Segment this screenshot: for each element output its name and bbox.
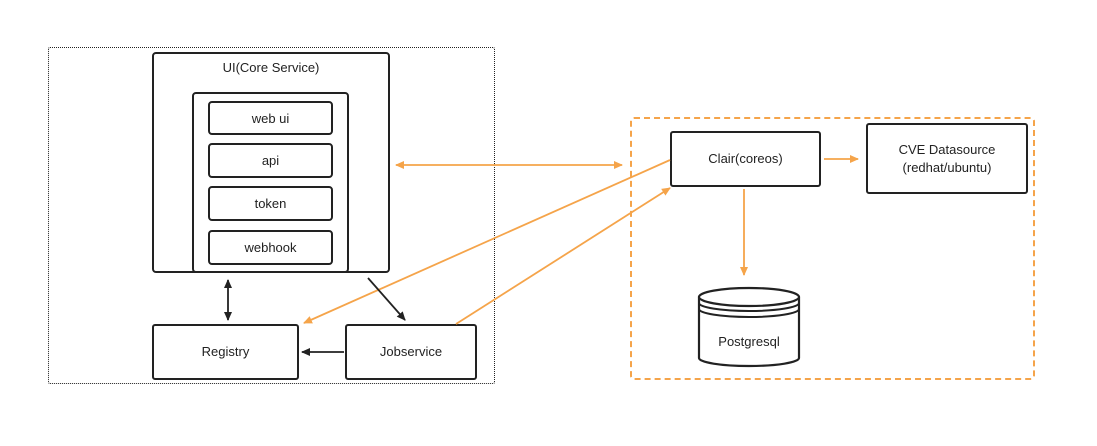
- cve-datasource-label-line1: CVE Datasource: [898, 141, 996, 157]
- jobservice-box: Jobservice: [345, 324, 477, 380]
- cve-datasource-label-line2: (redhat/ubuntu): [902, 159, 992, 175]
- jobservice-clair-arrow: [455, 187, 671, 325]
- api-box: api: [208, 143, 333, 178]
- registry-box: Registry: [152, 324, 299, 380]
- clair-group-boundary: [630, 117, 1035, 380]
- core-group-boundary: [48, 47, 495, 384]
- cve-datasource-box: CVE Datasource (redhat/ubuntu): [866, 123, 1028, 194]
- clair-registry-arrow: [303, 159, 671, 324]
- core-jobservice-arrow: [367, 277, 406, 321]
- clair-box: Clair(coreos): [670, 131, 821, 187]
- core-service-title: UI(Core Service): [222, 60, 320, 75]
- webhook-box: webhook: [208, 230, 333, 265]
- postgresql-cylinder: [697, 286, 801, 368]
- postgresql-label: Postgresql: [718, 334, 780, 349]
- web-ui-box: web ui: [208, 101, 333, 135]
- token-box: token: [208, 186, 333, 221]
